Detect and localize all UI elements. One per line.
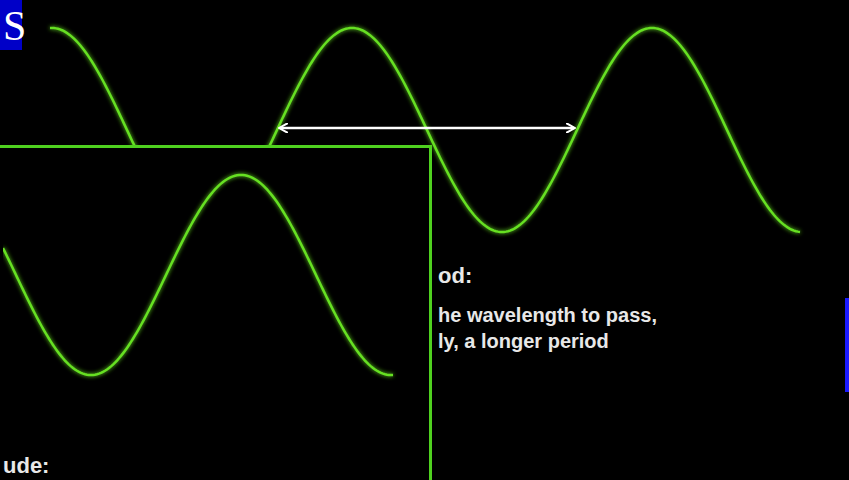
edge-strip [845, 298, 849, 392]
inset-panel: ude: [0, 145, 432, 480]
slide-title: S [3, 2, 26, 50]
body-text: ly, a longer period [438, 330, 609, 353]
wavelength-arrow [280, 127, 574, 130]
axis-line [75, 129, 785, 132]
panel-label: ude: [3, 453, 49, 479]
amplitude-wave [3, 148, 435, 480]
heading: od: [438, 263, 472, 289]
body-text: he wavelength to pass, [438, 304, 657, 327]
sine-wave [3, 175, 393, 375]
